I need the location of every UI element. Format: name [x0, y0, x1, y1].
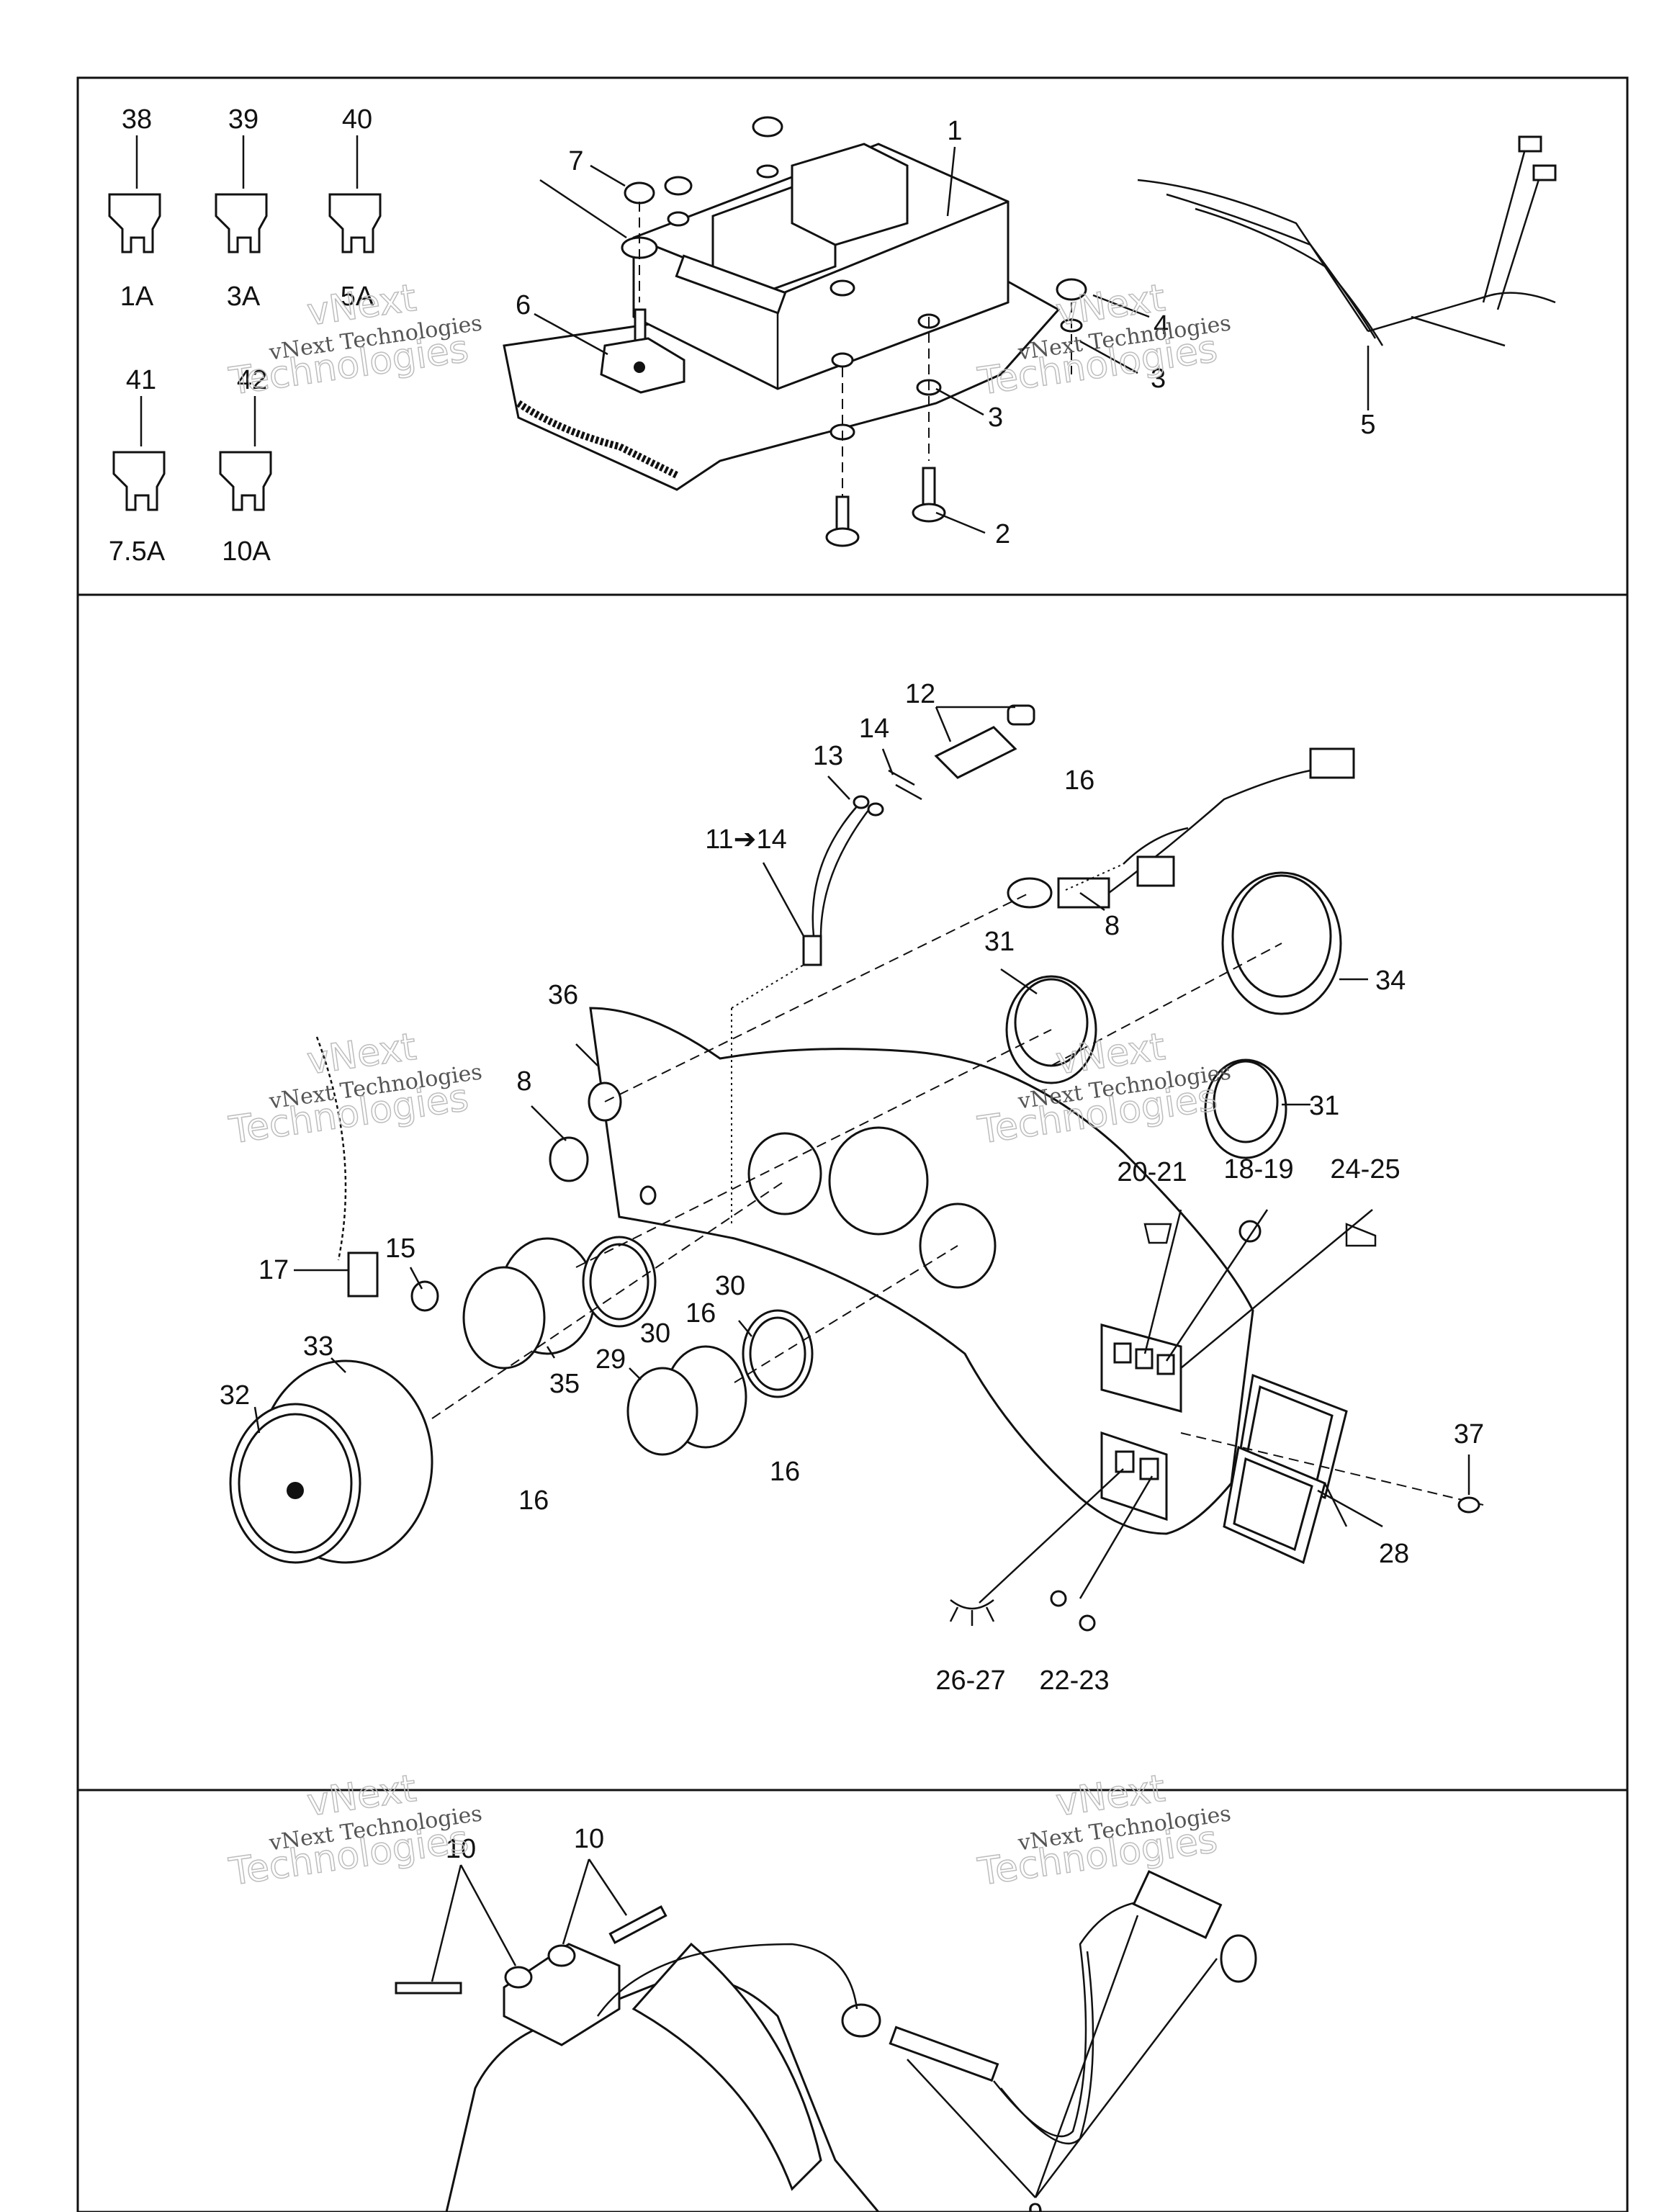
headlight-icon — [949, 1599, 995, 1626]
decal-labels — [1223, 1373, 1348, 1565]
callout-30a: 30 — [640, 1318, 670, 1349]
callout-1: 1 — [947, 116, 962, 146]
callout-31b: 31 — [1309, 1091, 1339, 1121]
callout-8b: 8 — [516, 1066, 531, 1097]
callout-2: 2 — [995, 519, 1010, 549]
light-icon — [1050, 1590, 1067, 1607]
callout-10b: 10 — [574, 1824, 604, 1854]
callout-16c: 16 — [770, 1457, 800, 1487]
callout-4: 4 — [1154, 310, 1169, 341]
callout-36: 36 — [548, 980, 578, 1010]
callout-16d: 16 — [518, 1485, 549, 1516]
callout-22-23: 22-23 — [1039, 1665, 1109, 1696]
leaders-middle — [253, 706, 1470, 1604]
callout-8a: 8 — [1105, 911, 1120, 941]
callout-30b: 30 — [715, 1271, 745, 1301]
fuse-39-rating: 3A — [227, 282, 261, 312]
leaders-bottom — [431, 1858, 1218, 2198]
watermark-5: vNext vNext Technologies Technologies — [225, 1766, 483, 1894]
callout-12: 12 — [905, 679, 935, 709]
a-arm — [631, 1942, 822, 2191]
callout-29: 29 — [595, 1344, 626, 1375]
cable-eyelet — [539, 176, 693, 302]
fuse-42-number: 42 — [237, 365, 267, 395]
callout-33: 33 — [303, 1331, 333, 1362]
wiring-harness — [1137, 135, 1557, 410]
middle-panel: 8 8 11➔14 12 13 14 15 16 16 16 16 17 18-… — [220, 679, 1484, 1696]
fuse-39-number: 39 — [228, 104, 258, 135]
fuse-38: 38 1A — [108, 104, 161, 312]
callout-34: 34 — [1375, 966, 1406, 996]
speed-sensor — [889, 1870, 1257, 2145]
callout-3a: 3 — [988, 403, 1003, 433]
switch-connectors — [802, 704, 1035, 966]
callout-6: 6 — [516, 290, 531, 320]
fuse-40-number: 40 — [342, 104, 372, 135]
callout-14: 14 — [859, 714, 889, 744]
callout-26-27: 26-27 — [935, 1665, 1005, 1696]
callout-10a: 10 — [446, 1834, 476, 1864]
callout-16a: 16 — [1064, 765, 1094, 796]
callout-37: 37 — [1454, 1419, 1484, 1449]
callout-16b: 16 — [685, 1298, 716, 1328]
sensor-bracket — [503, 1943, 621, 2046]
bottom-panel: 10 10 9 — [395, 1824, 1257, 2212]
nut-washer — [1056, 278, 1087, 374]
callout-5: 5 — [1360, 410, 1375, 440]
fuse-38-number: 38 — [122, 104, 152, 135]
callout-15: 15 — [385, 1233, 415, 1264]
callout-17: 17 — [258, 1255, 289, 1285]
callout-31a: 31 — [984, 927, 1015, 957]
fuse-41-number: 41 — [126, 365, 156, 395]
fuse-39: 39 3A — [215, 104, 268, 312]
bolts — [395, 1905, 881, 2038]
symbol-icons — [949, 1220, 1377, 1632]
key-switch — [1007, 747, 1355, 909]
callout-9: 9 — [1028, 2198, 1043, 2212]
callout-11-14: 11➔14 — [705, 824, 787, 855]
fuse-box — [632, 116, 1010, 390]
fuse-40-rating: 5A — [341, 282, 374, 312]
callout-7: 7 — [568, 146, 583, 176]
top-panel: 38 1A 39 3A 40 5A 41 7.5A 42 10A — [108, 104, 1557, 567]
callout-35: 35 — [549, 1369, 580, 1399]
speedo-cable — [315, 1036, 589, 1312]
callout-18-19: 18-19 — [1223, 1154, 1293, 1184]
callout-32: 32 — [220, 1380, 250, 1411]
callout-20-21: 20-21 — [1117, 1157, 1187, 1187]
alignment-lines — [431, 863, 1484, 1506]
fuse-41-rating: 7.5A — [109, 536, 166, 567]
nut-37 — [1457, 1496, 1480, 1514]
watermark-3: vNext vNext Technologies Technologies — [225, 1025, 483, 1153]
callout-13: 13 — [813, 741, 843, 771]
stud-post — [600, 308, 685, 394]
watermark-6: vNext vNext Technologies Technologies — [974, 1766, 1232, 1894]
warning-lamp-icon — [1143, 1223, 1172, 1244]
callout-28: 28 — [1379, 1539, 1409, 1569]
fuse-41: 41 7.5A — [109, 365, 166, 567]
callout-24-25: 24-25 — [1330, 1154, 1400, 1184]
callout-3b: 3 — [1151, 364, 1166, 394]
light-icon-2 — [1079, 1614, 1096, 1632]
leaders-top — [534, 146, 1150, 534]
panel-frames — [76, 76, 1629, 2212]
fuse-38-rating: 1A — [120, 282, 154, 312]
screws — [825, 317, 946, 547]
fuse-42-rating: 10A — [222, 536, 271, 567]
switch-panels — [1100, 1323, 1182, 1521]
dashboard-console — [589, 1007, 1254, 1535]
fuse-40: 40 5A — [328, 104, 382, 312]
horn-icon — [1345, 1223, 1377, 1247]
fan-icon — [1238, 1220, 1262, 1243]
fuse-42: 42 10A — [219, 365, 272, 567]
